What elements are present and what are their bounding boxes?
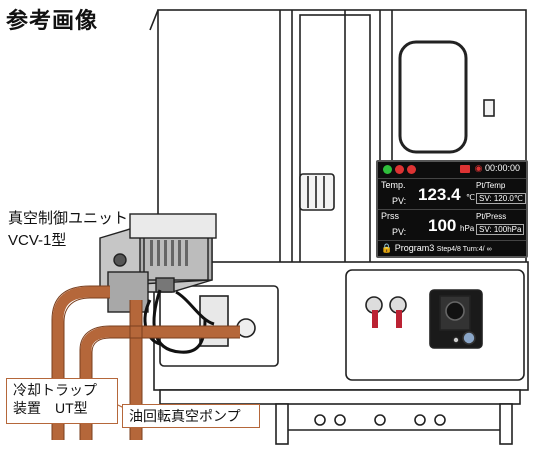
timer-readout: ◉ 00:00:00	[474, 163, 520, 173]
unit-top-panel	[129, 213, 217, 239]
press-label: Prss	[381, 211, 399, 221]
alarm-icon	[460, 165, 470, 173]
temp-label: Temp.	[381, 180, 406, 190]
lock-icon: 🔒	[381, 243, 393, 253]
trap-pipe	[52, 286, 110, 440]
temperature-row: Temp. PV: 123.4 ℃ Pt/Temp SV: 120.0℃	[378, 179, 526, 210]
stop-indicator-icon	[395, 165, 404, 174]
vacuum-pump-callout: 油回転真空ポンプ	[122, 404, 260, 428]
press-unit: hPa	[460, 224, 475, 233]
temp-unit: ℃	[466, 193, 475, 202]
page-title: 参考画像	[6, 8, 99, 33]
pressure-row: Prss PV: 100 hPa Pt/Press SV: 100hPa	[378, 210, 526, 241]
display-status-bar: ◉ 00:00:00	[378, 162, 526, 179]
controller-display: ◉ 00:00:00 Temp. PV: 123.4 ℃ Pt/Temp SV:…	[376, 160, 528, 258]
temp-pv-value: 123.4	[418, 185, 461, 204]
vacuum-unit-label: 真空制御ユニット VCV-1型	[8, 210, 129, 249]
cooling-trap-callout: 冷却トラップ 装置 UT型	[6, 378, 118, 424]
stand-top	[159, 389, 521, 405]
record-indicator-icon	[407, 165, 416, 174]
program-status: 🔒 Program3 Step4/8 Turn:4/ ∞	[381, 243, 492, 253]
oven-hinge	[299, 173, 335, 211]
oven-window	[398, 40, 468, 154]
run-indicator-icon	[383, 165, 392, 174]
temp-ref-label: Pt/Temp	[476, 181, 506, 190]
press-pv-label: PV:	[392, 227, 407, 237]
pump-pipe	[80, 326, 240, 440]
temp-sv-box: SV: 120.0℃	[476, 193, 526, 204]
timer-icon: ◉	[474, 163, 483, 173]
press-sv-box: SV: 100hPa	[476, 224, 525, 235]
temp-pv-label: PV:	[392, 196, 407, 206]
press-ref-label: Pt/Press	[476, 212, 507, 221]
press-pv-value: 100	[428, 216, 457, 235]
